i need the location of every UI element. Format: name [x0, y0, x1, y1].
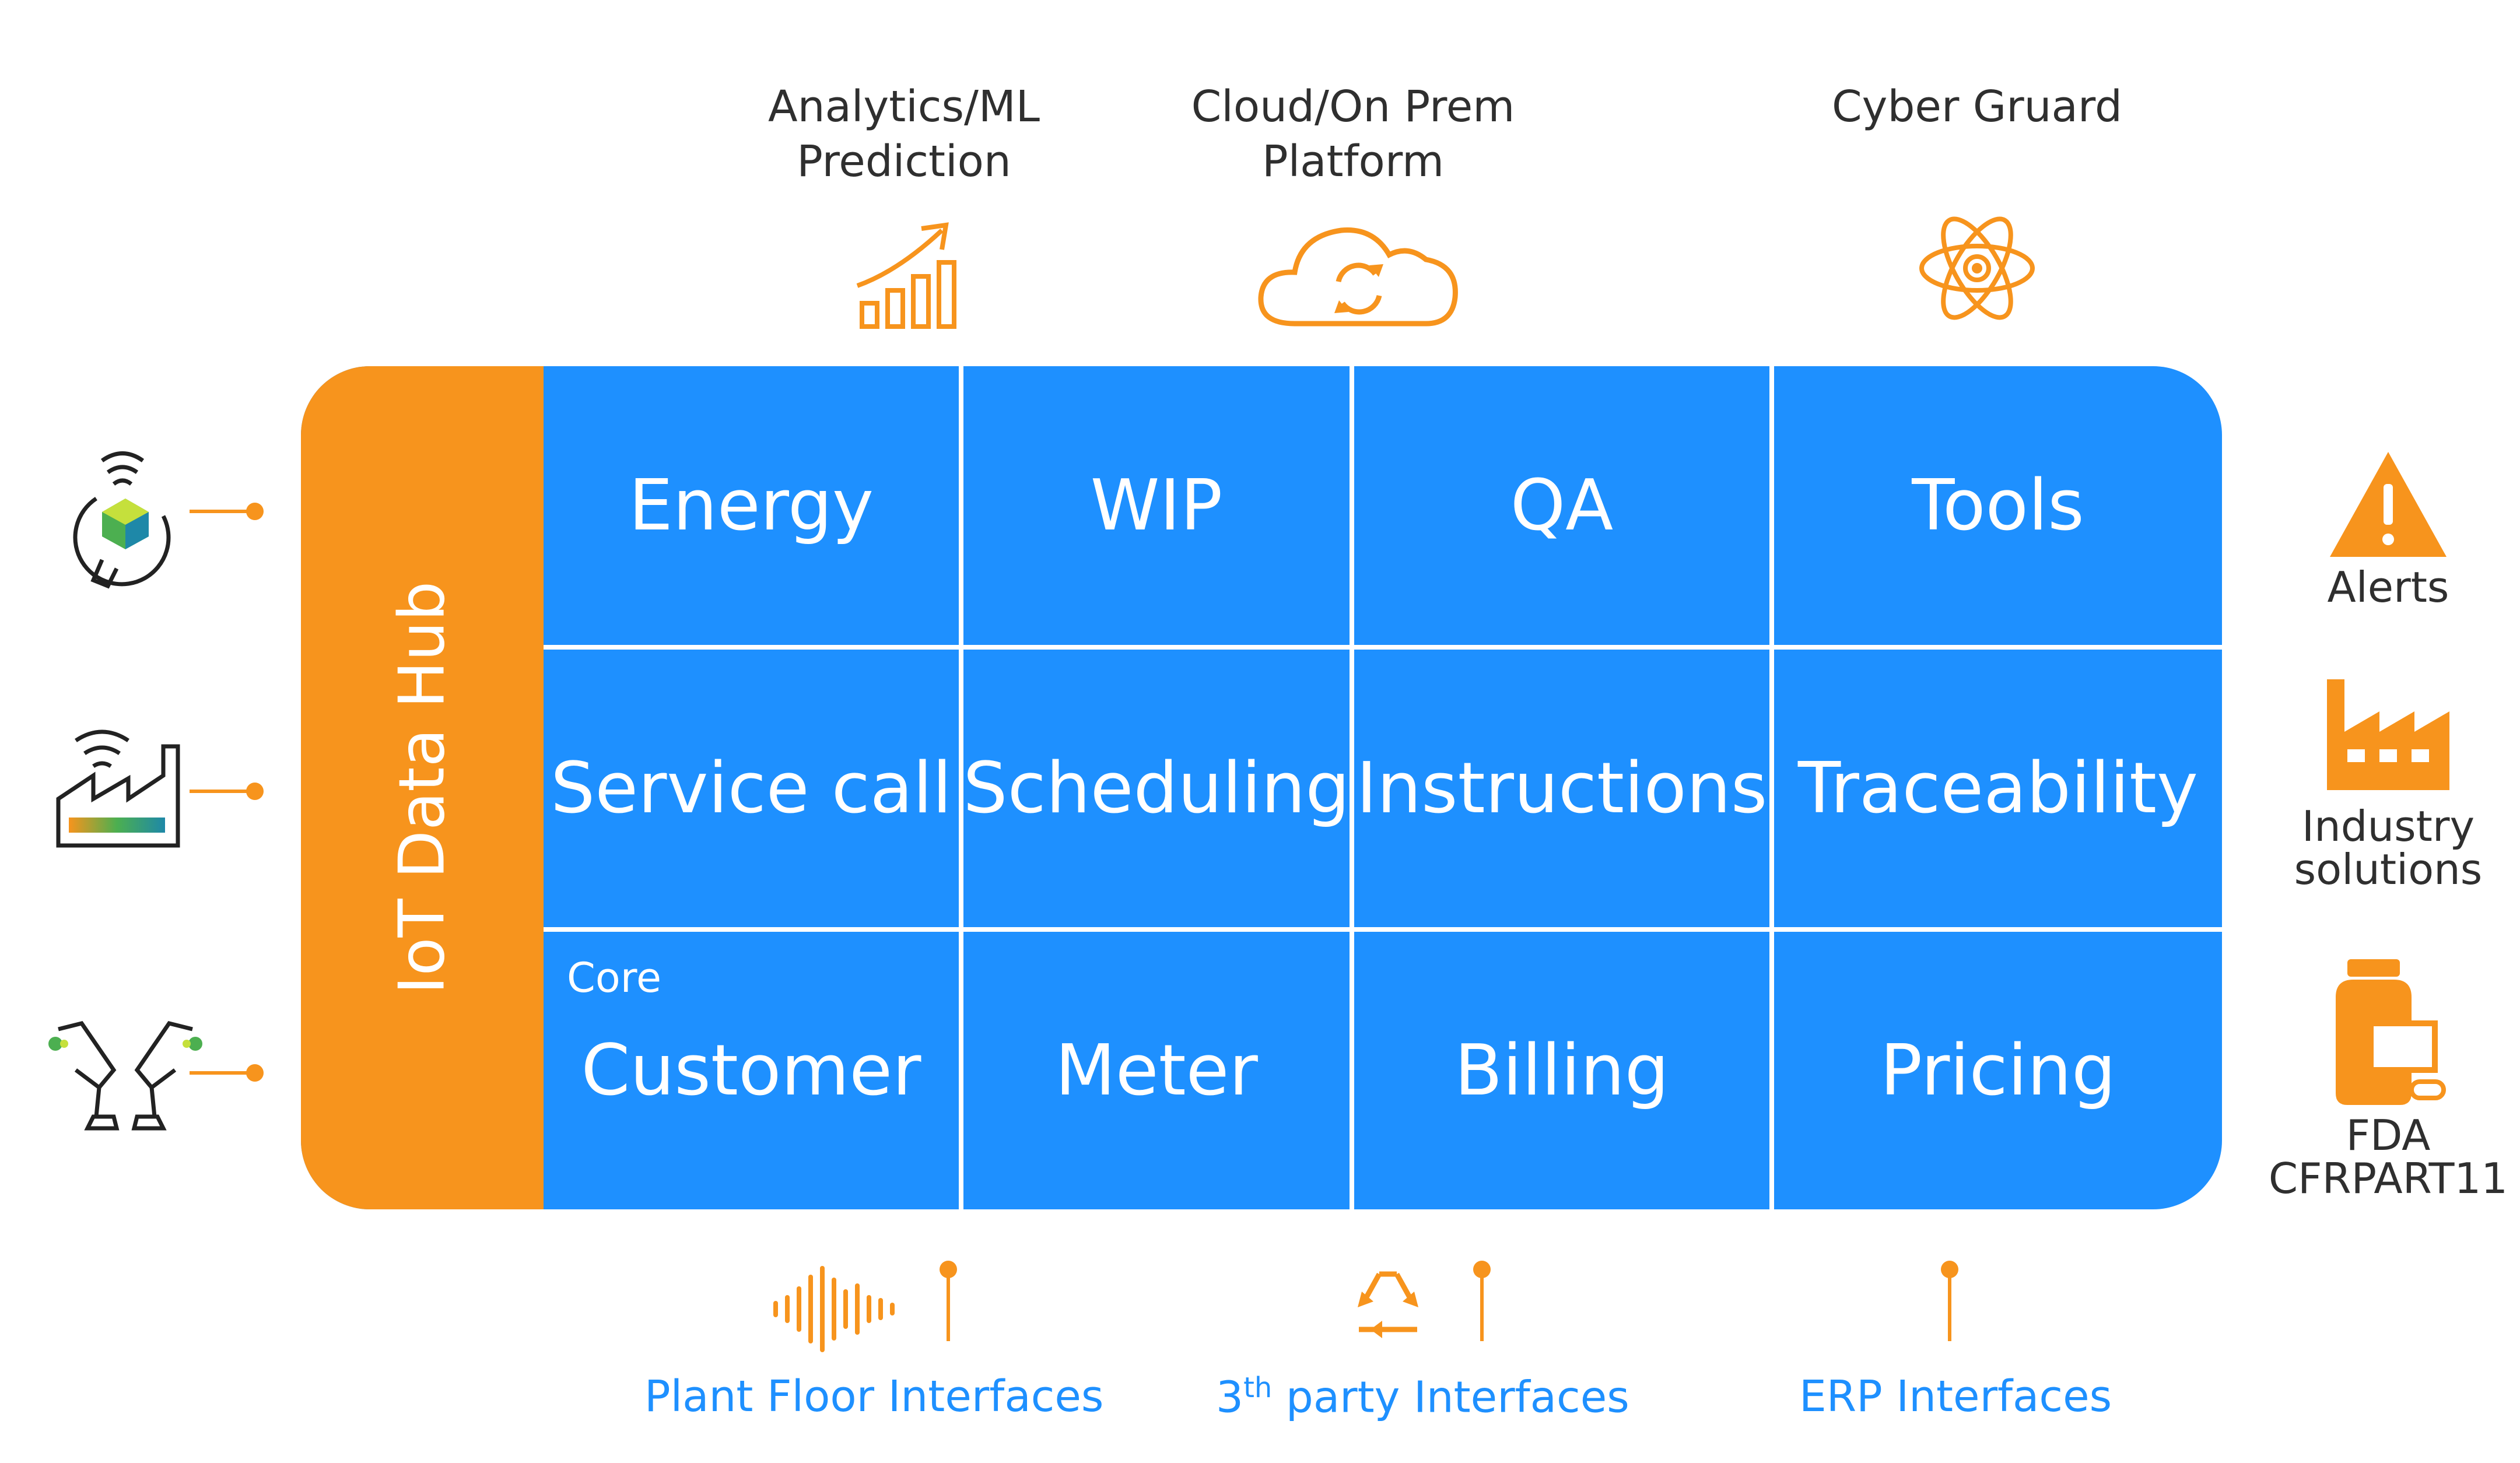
module-qa[interactable]: QA — [1354, 366, 1774, 650]
connector-dot — [246, 1064, 264, 1082]
connector-dot — [1941, 1261, 1958, 1278]
connector-dot — [940, 1261, 957, 1278]
analytics-label: Analytics/ML Prediction — [767, 82, 1040, 187]
third-party-sup: th — [1243, 1371, 1273, 1404]
wireless-factory-icon — [56, 729, 180, 848]
alerts-label: Alerts — [2327, 563, 2449, 612]
recycle-icon — [1358, 1271, 1418, 1338]
third-party-prefix: 3 — [1216, 1372, 1244, 1423]
sound-wave-icon — [773, 1266, 895, 1352]
module-grid: Energy WIP QA Tools Service call Schedul… — [544, 366, 2222, 1209]
module-meter[interactable]: Meter — [963, 932, 1354, 1209]
growth-chart-icon — [856, 222, 956, 329]
plant-floor-interfaces-label: Plant Floor Interfaces — [644, 1371, 1104, 1422]
robot-arms-icon — [48, 1021, 202, 1131]
atom-icon — [1919, 216, 2035, 320]
connector-dot — [1473, 1261, 1491, 1278]
connector-line — [1948, 1271, 1951, 1341]
connector-line — [190, 1071, 254, 1075]
hub-title: IoT Data Hub — [385, 581, 459, 995]
core-label: Core — [567, 954, 662, 1002]
cyber-guard-label: Cyber Gruard — [1831, 82, 2123, 132]
module-customer[interactable]: Core Customer — [544, 932, 963, 1209]
industry-solutions-label: Industry solutions — [2294, 802, 2483, 894]
module-pricing[interactable]: Pricing — [1880, 1030, 2116, 1111]
erp-interfaces-label: ERP Interfaces — [1799, 1371, 2112, 1422]
iot-data-hub: IoT Data Hub Energy WIP QA Tools Service… — [301, 366, 2222, 1209]
factory-icon — [2327, 679, 2449, 790]
module-service-call[interactable]: Service call — [544, 650, 963, 932]
module-customer-label: Customer — [581, 1030, 921, 1111]
module-wip[interactable]: WIP — [963, 366, 1354, 650]
module-scheduling[interactable]: Scheduling — [963, 650, 1354, 932]
module-billing[interactable]: Billing — [1354, 932, 1774, 1209]
third-party-rest: party Interfaces — [1272, 1372, 1629, 1423]
fda-label: FDA CFRPART11 — [2268, 1111, 2508, 1203]
cloud-sync-icon — [1258, 227, 1458, 327]
module-instructions[interactable]: Instructions — [1354, 650, 1774, 932]
connector-dot — [246, 503, 264, 520]
module-energy[interactable]: Energy — [544, 366, 963, 650]
connector-line — [947, 1271, 950, 1341]
warning-icon — [2330, 452, 2447, 557]
cloud-label: Cloud/On Prem Platform — [1191, 82, 1515, 187]
connector-dot — [246, 783, 264, 800]
third-party-interfaces-label: 3th party Interfaces — [1216, 1371, 1629, 1423]
module-tools[interactable]: Tools — [1774, 366, 2222, 650]
connector-line — [190, 510, 254, 513]
connector-line — [190, 790, 254, 793]
medicine-bottle-icon — [2336, 959, 2446, 1105]
connector-line — [1480, 1271, 1484, 1341]
hub-side-bar: IoT Data Hub — [301, 366, 544, 1209]
wireless-robot-icon — [73, 451, 171, 589]
module-traceability[interactable]: Traceability — [1774, 650, 2222, 932]
